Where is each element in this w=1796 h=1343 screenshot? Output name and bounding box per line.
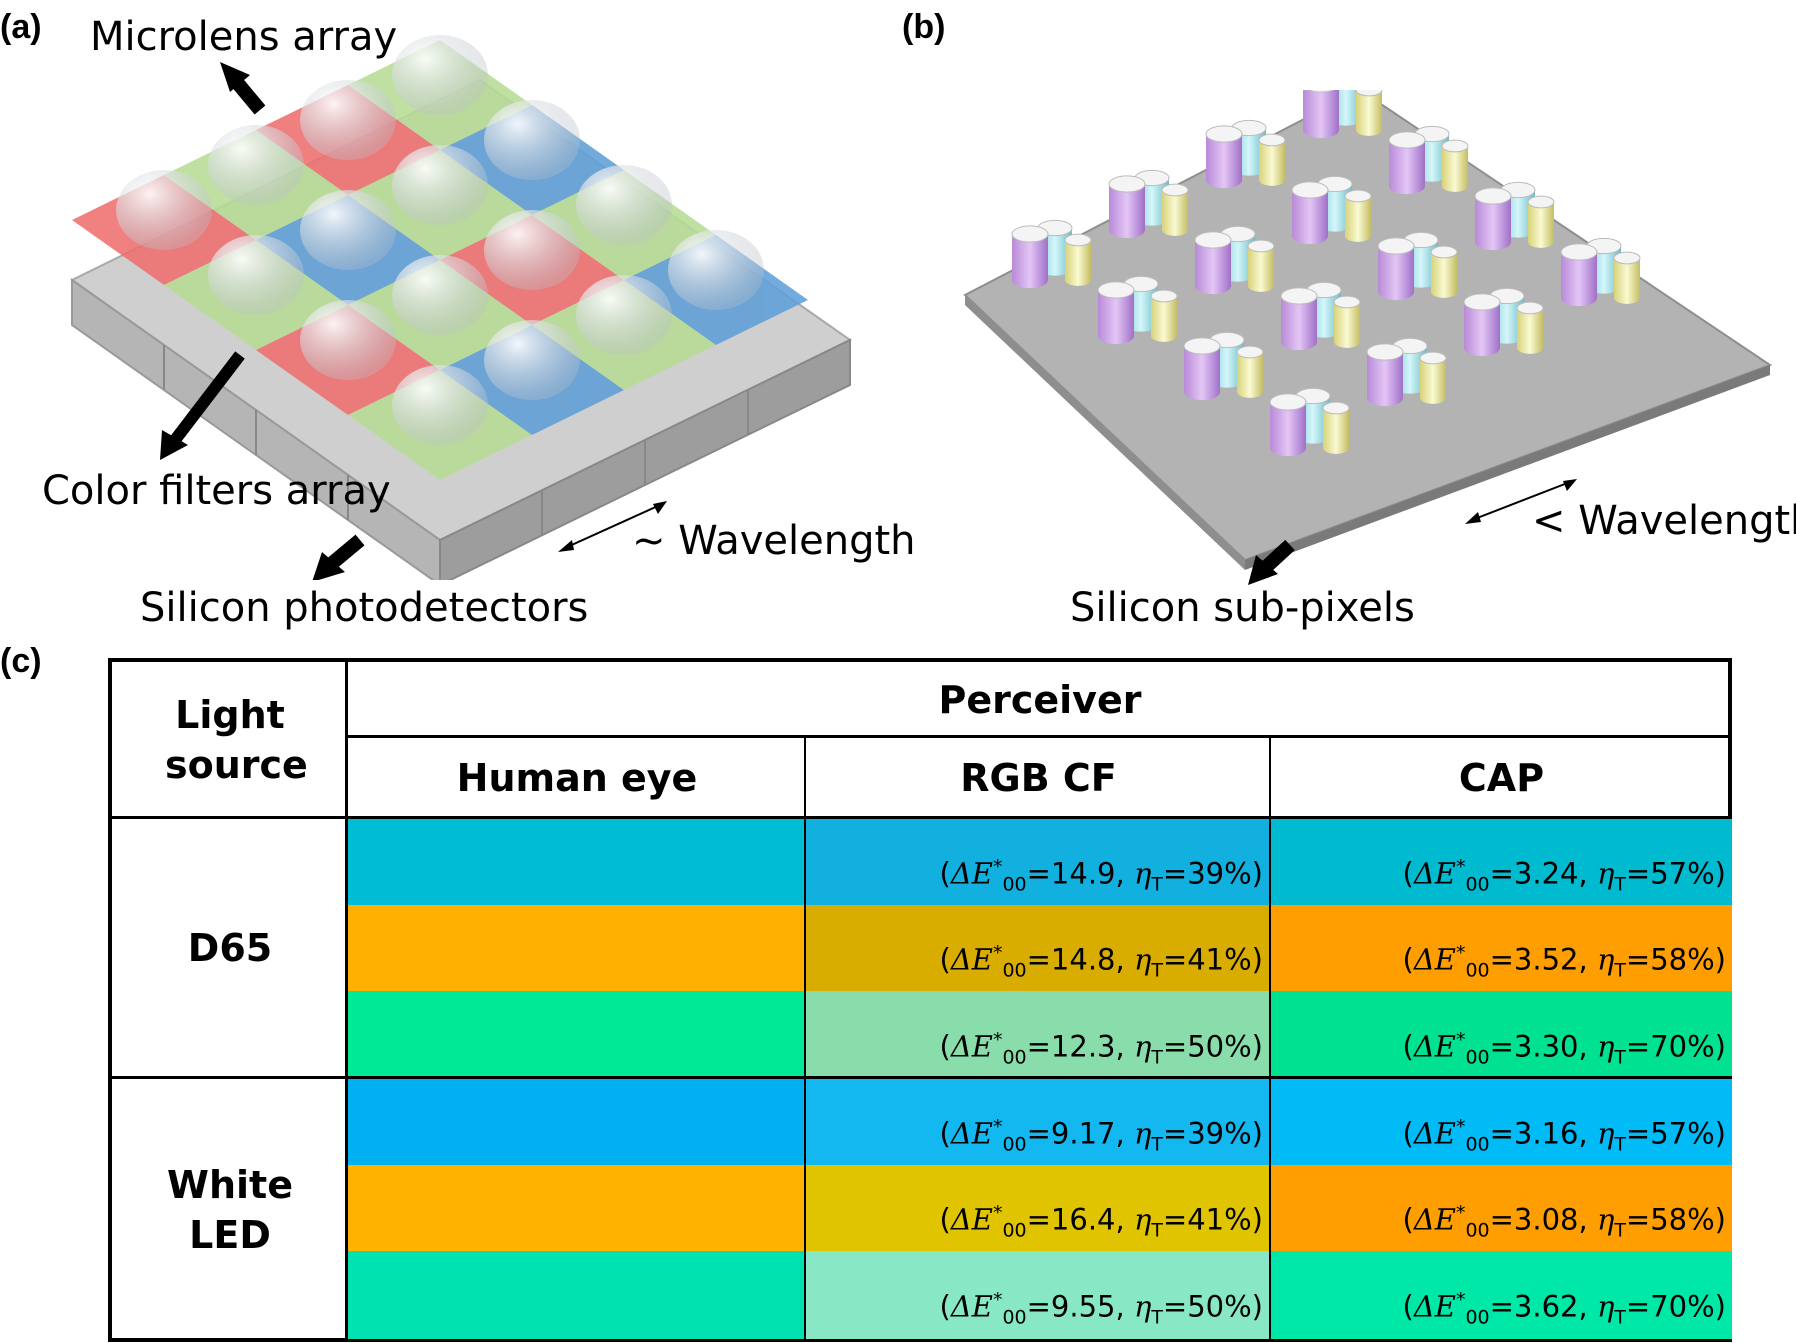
pillar-cylinder bbox=[1388, 131, 1426, 195]
panel-c-label: (c) bbox=[0, 642, 42, 680]
color-swatch-rgb: (ΔE*00=16.4, ηT=41%) bbox=[806, 1164, 1269, 1252]
delta-e-efficiency-label: (ΔE*00=9.55, ηT=50%) bbox=[939, 1289, 1263, 1329]
panel-b-label: (b) bbox=[902, 8, 946, 46]
column-header-rgb-cf: RGB CF bbox=[960, 755, 1117, 800]
light-source-header: Light source bbox=[112, 662, 348, 818]
table-divider bbox=[345, 662, 348, 1342]
pillar-cylinder bbox=[1303, 90, 1339, 139]
pillar-cylinder bbox=[1613, 251, 1641, 304]
pillar-cylinder bbox=[1430, 245, 1458, 298]
arrow-icon bbox=[312, 534, 365, 580]
color-swatch-cap: (ΔE*00=3.52, ηT=58%) bbox=[1271, 904, 1732, 992]
double-arrow-icon bbox=[1465, 479, 1577, 524]
color-swatch-cap: (ΔE*00=3.16, ηT=57%) bbox=[1271, 1078, 1732, 1166]
delta-e-efficiency-label: (ΔE*00=3.16, ηT=57%) bbox=[1402, 1115, 1726, 1156]
arrow-icon bbox=[220, 62, 266, 115]
table-divider bbox=[1269, 737, 1271, 1342]
pillar-cylinder bbox=[1419, 351, 1447, 404]
pillar-cylinder bbox=[1108, 175, 1146, 239]
color-swatch-cap: (ΔE*00=3.30, ηT=70%) bbox=[1271, 991, 1732, 1079]
light-source-header-text: Light source bbox=[165, 693, 308, 787]
table-divider bbox=[112, 816, 1732, 819]
pillar-cylinder bbox=[1344, 189, 1372, 242]
panel-b-illustration bbox=[963, 90, 1773, 585]
color-filters-array-label: Color filters array bbox=[42, 468, 391, 514]
color-swatch-human bbox=[348, 904, 804, 992]
pillar-cylinder bbox=[1247, 239, 1275, 292]
color-comparison-table: Light source Perceiver Human eye RGB CF … bbox=[108, 658, 1732, 1342]
delta-e-efficiency-label: (ΔE*00=3.62, ηT=70%) bbox=[1402, 1289, 1726, 1329]
pillar-cylinder bbox=[1377, 237, 1415, 301]
pillar-cylinder bbox=[1322, 401, 1350, 454]
perceiver-header: Perceiver bbox=[938, 677, 1142, 722]
color-swatch-rgb: (ΔE*00=9.17, ηT=39%) bbox=[806, 1078, 1269, 1166]
wavelength-label-b: < Wavelength bbox=[1532, 498, 1796, 544]
delta-e-efficiency-label: (ΔE*00=3.52, ηT=58%) bbox=[1402, 942, 1726, 982]
light-source-d65: D65 bbox=[187, 926, 273, 970]
delta-e-efficiency-label: (ΔE*00=14.8, ηT=41%) bbox=[939, 942, 1263, 982]
panel-a-illustration bbox=[70, 35, 852, 580]
color-swatch-human bbox=[348, 1164, 804, 1252]
panel-a-label: (a) bbox=[0, 8, 42, 46]
color-swatch-cap: (ΔE*00=3.08, ηT=58%) bbox=[1271, 1164, 1732, 1252]
color-swatch-human bbox=[348, 991, 804, 1079]
pillar-cylinder bbox=[1516, 301, 1544, 354]
color-swatch-rgb: (ΔE*00=9.55, ηT=50%) bbox=[806, 1251, 1269, 1339]
color-swatch-human bbox=[348, 1251, 804, 1339]
sub-pixel-pillars bbox=[1011, 90, 1641, 457]
pillar-cylinder bbox=[1269, 393, 1307, 457]
delta-e-efficiency-label: (ΔE*00=3.08, ηT=58%) bbox=[1402, 1202, 1726, 1242]
table-divider bbox=[348, 735, 1732, 738]
pillar-cylinder bbox=[1150, 289, 1178, 342]
pillar-cylinder bbox=[1161, 183, 1189, 236]
light-source-white-led-text: White LED bbox=[167, 1163, 293, 1257]
pillar-cylinder bbox=[1333, 295, 1361, 348]
column-header-human-eye: Human eye bbox=[456, 755, 698, 800]
pillar-cylinder bbox=[1183, 337, 1221, 401]
pillar-cylinder bbox=[1527, 195, 1555, 248]
pillar-cylinder bbox=[1291, 181, 1329, 245]
color-swatch-human bbox=[348, 1078, 804, 1166]
light-source-white-led: White LED bbox=[112, 1078, 348, 1342]
double-arrow-icon bbox=[558, 501, 667, 552]
pillar-cylinder bbox=[1097, 281, 1135, 345]
silicon-sub-pixels-label: Silicon sub-pixels bbox=[1070, 585, 1415, 631]
silicon-photodetectors-label: Silicon photodetectors bbox=[140, 585, 589, 631]
pillar-cylinder bbox=[1258, 133, 1286, 186]
delta-e-efficiency-label: (ΔE*00=9.17, ηT=39%) bbox=[939, 1115, 1263, 1156]
delta-e-efficiency-label: (ΔE*00=3.30, ηT=70%) bbox=[1402, 1029, 1726, 1069]
delta-e-efficiency-label: (ΔE*00=3.24, ηT=57%) bbox=[1402, 855, 1726, 896]
color-swatch-cap: (ΔE*00=3.62, ηT=70%) bbox=[1271, 1251, 1732, 1339]
pillar-cylinder bbox=[1011, 225, 1049, 289]
pillar-cylinder bbox=[1355, 90, 1383, 136]
pillar-cylinder bbox=[1205, 125, 1243, 189]
color-swatch-rgb: (ΔE*00=14.8, ηT=41%) bbox=[806, 904, 1269, 992]
pillar-cylinder bbox=[1194, 231, 1232, 295]
microlens-array-label: Microlens array bbox=[90, 14, 398, 60]
wavelength-label-a: ~ Wavelength bbox=[632, 518, 916, 564]
arrow-icon bbox=[1248, 539, 1295, 585]
pillar-cylinder bbox=[1064, 233, 1092, 286]
color-swatch-rgb: (ΔE*00=14.9, ηT=39%) bbox=[806, 818, 1269, 906]
color-swatch-human bbox=[348, 818, 804, 906]
arrow-icon bbox=[160, 351, 245, 460]
delta-e-efficiency-label: (ΔE*00=12.3, ηT=50%) bbox=[939, 1029, 1263, 1069]
pillar-cylinder bbox=[1463, 293, 1501, 357]
pillar-cylinder bbox=[1474, 187, 1512, 251]
table-divider bbox=[112, 1076, 1732, 1079]
color-swatch-rgb: (ΔE*00=12.3, ηT=50%) bbox=[806, 991, 1269, 1079]
delta-e-efficiency-label: (ΔE*00=16.4, ηT=41%) bbox=[939, 1202, 1263, 1242]
color-swatch-cap: (ΔE*00=3.24, ηT=57%) bbox=[1271, 818, 1732, 906]
table-divider bbox=[804, 737, 806, 1342]
pillar-cylinder bbox=[1366, 343, 1404, 407]
pillar-cylinder bbox=[1560, 243, 1598, 307]
pillar-cylinder bbox=[1441, 139, 1469, 192]
pillar-cylinder bbox=[1236, 345, 1264, 398]
pillar-cylinder bbox=[1280, 287, 1318, 351]
microlens-domes bbox=[116, 35, 764, 445]
delta-e-efficiency-label: (ΔE*00=14.9, ηT=39%) bbox=[939, 855, 1263, 896]
column-header-cap: CAP bbox=[1458, 755, 1545, 800]
